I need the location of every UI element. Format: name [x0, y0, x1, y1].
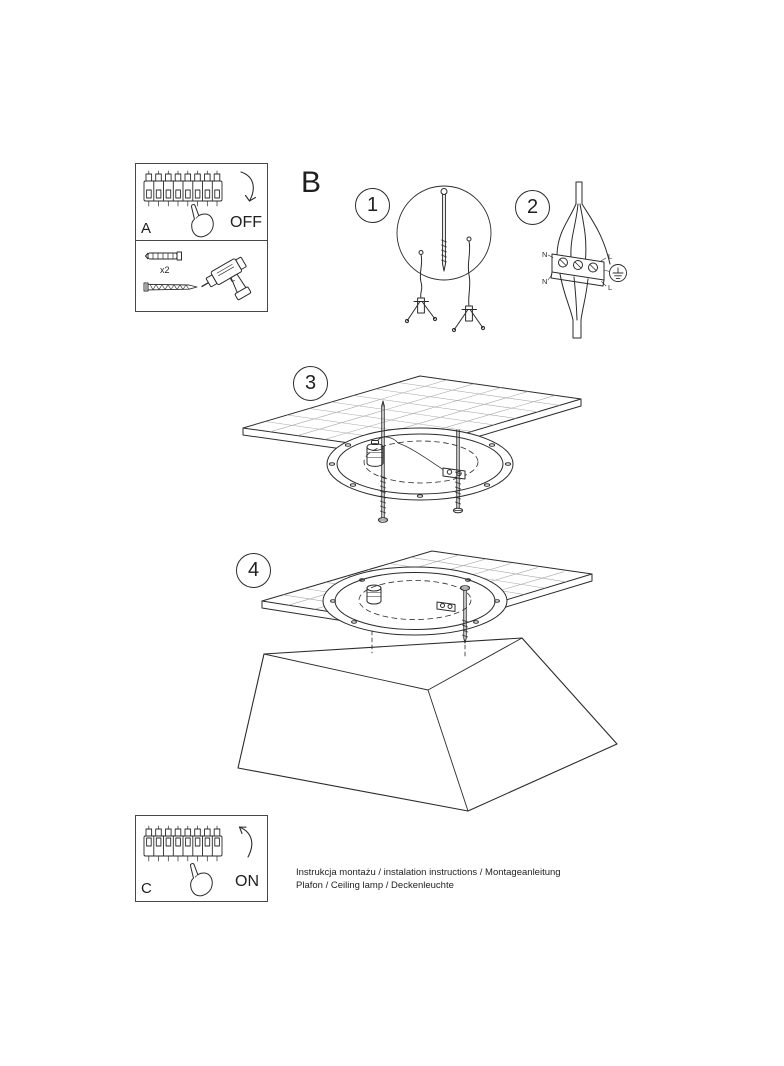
wire-label-n-bottom: N: [542, 277, 547, 286]
step-3-number: 3: [293, 366, 328, 401]
mounting-screw-icon: [143, 282, 198, 292]
power-on-label: ON: [235, 873, 259, 890]
section-b-label: B: [301, 166, 322, 199]
curved-arrow-up-icon: [238, 826, 253, 858]
wall-plug-anchor-icon: [145, 251, 182, 261]
terminal-block-drawing: [550, 253, 605, 287]
curved-arrow-down-icon: [240, 171, 257, 202]
step-2-wiring-drawing: N L N L: [542, 181, 627, 339]
threaded-rod-detail: [440, 188, 448, 272]
earth-ground-symbol-icon: [603, 264, 627, 282]
toggle-anchor-left: [404, 250, 438, 324]
circuit-breaker-on-icon: [143, 825, 223, 862]
circuit-breaker-off-icon: [143, 170, 223, 207]
tools-box: x2: [135, 240, 268, 312]
mounting-screw-right-drawing: [452, 429, 464, 514]
power-on-step-box: C ON: [135, 815, 268, 902]
power-off-step-box: A OFF: [135, 163, 268, 241]
footer-line-1: Instrukcja montażu / instalation instruc…: [296, 867, 561, 878]
wire-label-l-top: L: [608, 252, 612, 261]
mounting-screw-left-drawing: [377, 400, 389, 523]
step-4-number: 4: [236, 553, 271, 588]
section-a-label: A: [141, 220, 152, 237]
supply-cable-drawing: [556, 181, 611, 265]
step-1-anchors-drawing: [396, 185, 492, 333]
mounting-plate-drawing: [326, 427, 514, 501]
power-drill-icon: [201, 256, 252, 301]
step-1-number: 1: [355, 188, 390, 223]
wire-label-l-bottom: L: [608, 283, 612, 292]
footer-captions: Instrukcja montażu / instalation instruc…: [296, 866, 561, 892]
power-off-label: OFF: [230, 214, 262, 231]
step-4-shade-drawing: [237, 550, 618, 812]
terminal-block-small-drawing-2: [436, 601, 456, 612]
section-c-label: C: [141, 880, 152, 897]
lamp-wires-drawing: [559, 273, 589, 339]
lamp-socket-drawing-2: [366, 584, 382, 605]
fixing-screw-drawing: [371, 585, 471, 659]
step-3-mounting-drawing: [242, 375, 582, 523]
pointing-hand-icon-2: [190, 863, 213, 897]
footer-line-2: Plafon / Ceiling lamp / Deckenleuchte: [296, 880, 454, 891]
wire-label-n-top: N: [542, 250, 547, 259]
hexagonal-shade-drawing: [237, 637, 618, 812]
quantity-label: x2: [160, 265, 170, 275]
mounting-ring-drawing: [322, 566, 508, 636]
toggle-anchor-right: [451, 236, 486, 333]
magnifier-detail-circle: [396, 185, 492, 281]
pointing-hand-icon: [191, 204, 214, 238]
step-2-number: 2: [515, 190, 550, 225]
